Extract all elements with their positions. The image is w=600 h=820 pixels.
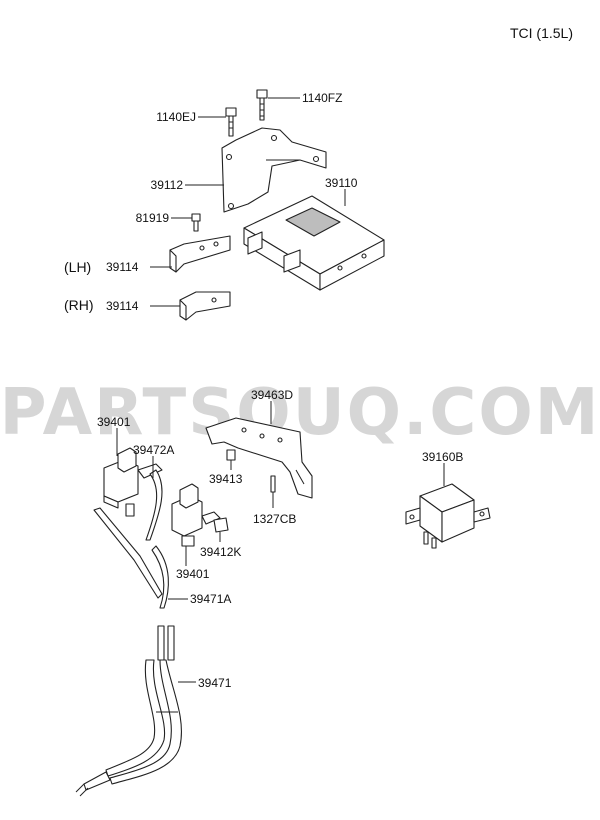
ecu-39110-drawing bbox=[243, 195, 385, 291]
valve-lower-39401-drawing bbox=[171, 483, 221, 547]
label-lh-side: (LH) bbox=[64, 259, 91, 275]
clip-lh-39114-drawing bbox=[169, 235, 231, 273]
label-39412k: 39412K bbox=[200, 545, 241, 559]
label-39401-upper: 39401 bbox=[97, 415, 131, 429]
label-1327cb: 1327CB bbox=[253, 512, 296, 526]
bolt-81919-drawing bbox=[191, 213, 201, 232]
label-39114-lh: 39114 bbox=[106, 260, 139, 274]
label-39471: 39471 bbox=[198, 676, 232, 690]
nut-39413-drawing bbox=[226, 449, 236, 461]
label-1140ej: 1140EJ bbox=[156, 110, 196, 124]
label-1140fz: 1140FZ bbox=[302, 91, 342, 105]
label-39114-rh: 39114 bbox=[106, 299, 139, 313]
hose-39471a-drawing bbox=[93, 507, 169, 609]
label-39401-lower: 39401 bbox=[176, 567, 210, 581]
variant-title: TCI (1.5L) bbox=[510, 25, 573, 41]
stud-1327cb-drawing bbox=[270, 475, 276, 493]
label-39472a: 39472A bbox=[133, 443, 174, 457]
bolt-1140fz-drawing bbox=[256, 89, 268, 121]
bracket-39463d-drawing bbox=[205, 417, 313, 499]
label-39413: 39413 bbox=[209, 472, 243, 486]
valve-upper-39401-drawing bbox=[103, 447, 163, 517]
hose-39472a-drawing bbox=[145, 469, 163, 541]
hose-39471-drawing bbox=[75, 625, 182, 797]
bracket-39112-drawing bbox=[221, 127, 327, 213]
label-39463d: 39463D bbox=[251, 388, 293, 402]
label-39471a: 39471A bbox=[190, 592, 231, 606]
label-39110: 39110 bbox=[325, 176, 358, 190]
relay-39160b-drawing bbox=[405, 483, 491, 549]
label-39160b: 39160B bbox=[422, 450, 463, 464]
bolt-1140ej-drawing bbox=[225, 107, 237, 137]
clip-rh-39114-drawing bbox=[179, 291, 231, 321]
label-rh-side: (RH) bbox=[64, 297, 94, 313]
connector-39412k-drawing bbox=[213, 517, 229, 542]
label-39112: 39112 bbox=[151, 178, 184, 192]
label-81919: 81919 bbox=[136, 211, 170, 225]
